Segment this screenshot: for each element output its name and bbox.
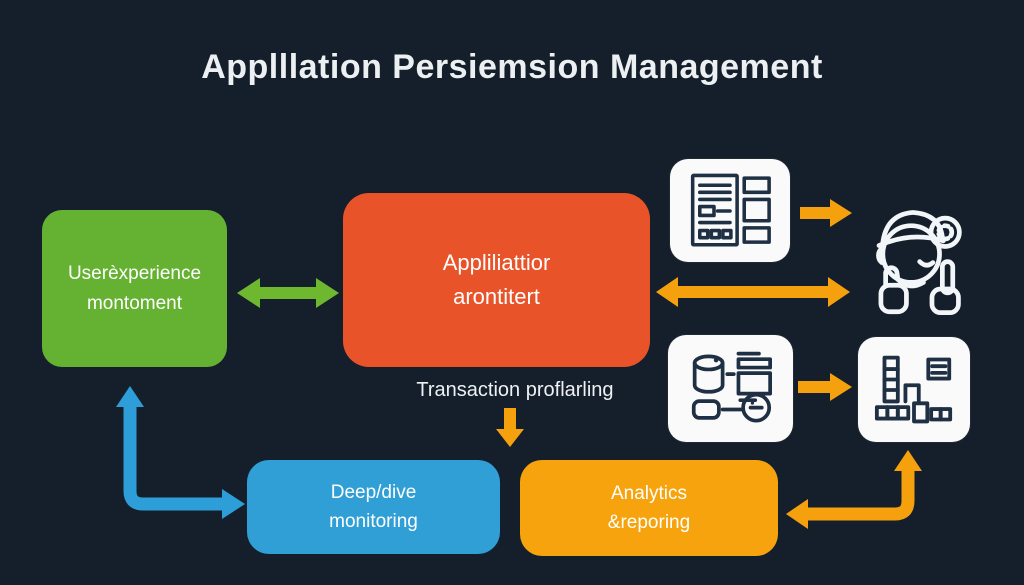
analytics-elbow-arrow: [786, 450, 922, 529]
orange-double-arrow: [656, 277, 850, 307]
node-label-line: Userèxperience: [67, 263, 202, 285]
node-label-line: arontitert: [453, 284, 540, 309]
report-card: [670, 159, 790, 262]
node-analytics: Analytics &reporing: [520, 460, 778, 556]
blue-elbow-arrow: [116, 386, 245, 519]
report-form-icon: [690, 173, 771, 247]
node-label-line: montoment: [86, 292, 183, 314]
data-pipeline-icon: [691, 351, 772, 423]
node-label-line: Appliliattior: [442, 249, 551, 275]
page-title: Applllation Persiemsion Management: [201, 48, 823, 86]
node-label-line: &reporing: [607, 512, 691, 533]
transaction-profiling-label: Transaction proflarling: [416, 379, 614, 401]
transaction-down-arrow: [496, 408, 524, 447]
pipeline-to-chart-arrow: [798, 373, 852, 401]
report-to-person-arrow: [800, 199, 852, 227]
node-label-line: monitoring: [329, 511, 418, 532]
node-deep-dive: Deep/dive monitoring: [247, 460, 500, 554]
person-thumbs-up-icon: [862, 192, 966, 318]
pipeline-card: [668, 335, 793, 442]
node-user-experience: Userèxperience montoment: [42, 210, 227, 367]
green-double-arrow: [237, 278, 339, 308]
node-label-line: Deep/dive: [330, 481, 417, 503]
node-application: Appliliattior arontitert: [343, 193, 650, 367]
node-label-line: Analytics: [610, 482, 688, 504]
person-thumbs-up-svg: [876, 210, 962, 316]
chart-card: [858, 337, 970, 442]
bar-chart-icon: [874, 355, 953, 423]
